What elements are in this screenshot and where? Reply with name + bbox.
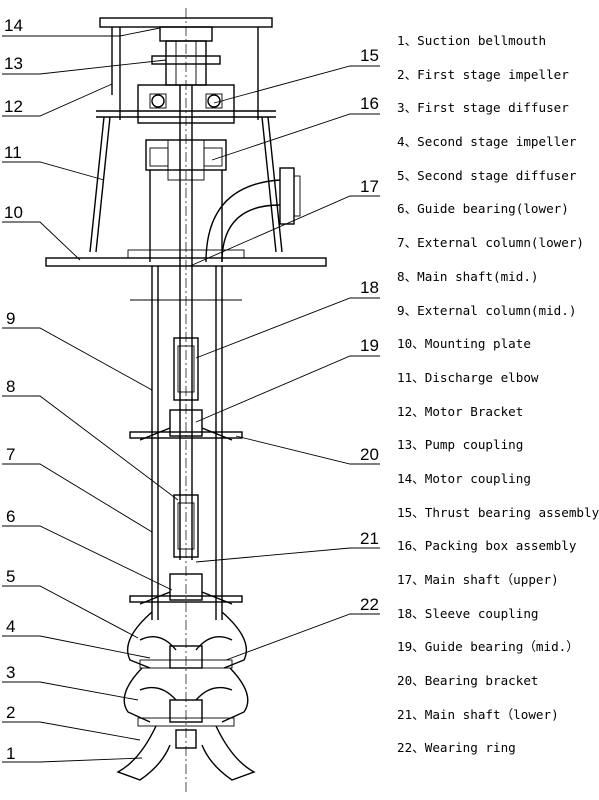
callout-9: 9 xyxy=(6,309,16,328)
callout-17: 17 xyxy=(360,177,379,196)
callout-5: 5 xyxy=(6,567,16,586)
legend-item: 2、First stage impeller xyxy=(397,66,569,82)
upper-column xyxy=(149,85,223,560)
callout-10: 10 xyxy=(4,203,23,222)
suction-bellmouth xyxy=(116,725,256,781)
legend-item: 12、Motor Bracket xyxy=(397,403,524,419)
external-column xyxy=(129,266,243,620)
pump-coupling xyxy=(151,40,221,86)
legend-item: 20、Bearing bracket xyxy=(397,673,539,689)
legend-item: 7、External column(lower) xyxy=(397,235,584,251)
callout-1: 1 xyxy=(6,744,16,763)
guide-bearings xyxy=(139,409,233,605)
callout-8: 8 xyxy=(6,377,16,396)
legend-item: 9、External column(mid.) xyxy=(397,302,577,318)
callout-7: 7 xyxy=(6,445,16,464)
callout-21: 21 xyxy=(360,529,379,548)
legend-item: 13、Pump coupling xyxy=(397,437,524,453)
motor-coupling-flange xyxy=(99,17,273,120)
legend-item: 3、First stage diffuser xyxy=(397,100,569,116)
legend-item: 4、Second stage impeller xyxy=(397,134,577,150)
mounting-plate xyxy=(45,249,327,267)
legend-item: 5、Second stage diffuser xyxy=(397,167,577,183)
thrust-bearing-housing xyxy=(96,84,276,124)
legend-item: 11、Discharge elbow xyxy=(397,369,539,385)
callout-22: 22 xyxy=(360,595,379,614)
parts-legend: 1、Suction bellmouth 2、First stage impell… xyxy=(397,30,599,771)
legend-item: 15、Thrust bearing assembly xyxy=(397,504,599,520)
legend-item: 16、Packing box assembly xyxy=(397,538,577,554)
callout-4: 4 xyxy=(6,617,16,636)
callout-18: 18 xyxy=(360,278,379,297)
legend-item: 21、Main shaft（lower) xyxy=(397,706,559,722)
sleeve-couplings xyxy=(173,337,199,558)
callout-11: 11 xyxy=(4,143,22,162)
legend-item: 10、Mounting plate xyxy=(397,336,531,352)
legend-item: 17、Main shaft（upper) xyxy=(397,572,559,587)
callout-12: 12 xyxy=(4,97,23,116)
callout-3: 3 xyxy=(6,663,16,682)
first-stage-bowl xyxy=(123,667,249,727)
callout-20: 20 xyxy=(360,445,379,464)
motor-bracket xyxy=(89,116,283,253)
leader-lines xyxy=(2,27,380,763)
discharge-elbow xyxy=(205,167,301,263)
legend-item: 19、Guide bearing（mid.） xyxy=(397,639,579,655)
callout-2: 2 xyxy=(6,703,16,722)
legend-item: 8、Main shaft(mid.) xyxy=(397,268,539,284)
callout-19: 19 xyxy=(360,336,379,355)
pump-section-drawing xyxy=(2,8,380,795)
legend-item: 6、Guide bearing(lower) xyxy=(397,201,569,217)
callout-16: 16 xyxy=(360,94,379,113)
legend-item: 22、Wearing ring xyxy=(397,740,516,756)
legend-item: 1、Suction bellmouth xyxy=(397,33,547,48)
callout-6: 6 xyxy=(6,507,16,526)
legend-item: 18、Sleeve coupling xyxy=(397,605,539,621)
callout-15: 15 xyxy=(360,46,379,65)
legend-item: 14、Motor coupling xyxy=(397,470,531,486)
callout-13: 13 xyxy=(4,54,23,73)
callout-14: 14 xyxy=(4,16,23,35)
second-stage-bowl xyxy=(126,611,248,669)
